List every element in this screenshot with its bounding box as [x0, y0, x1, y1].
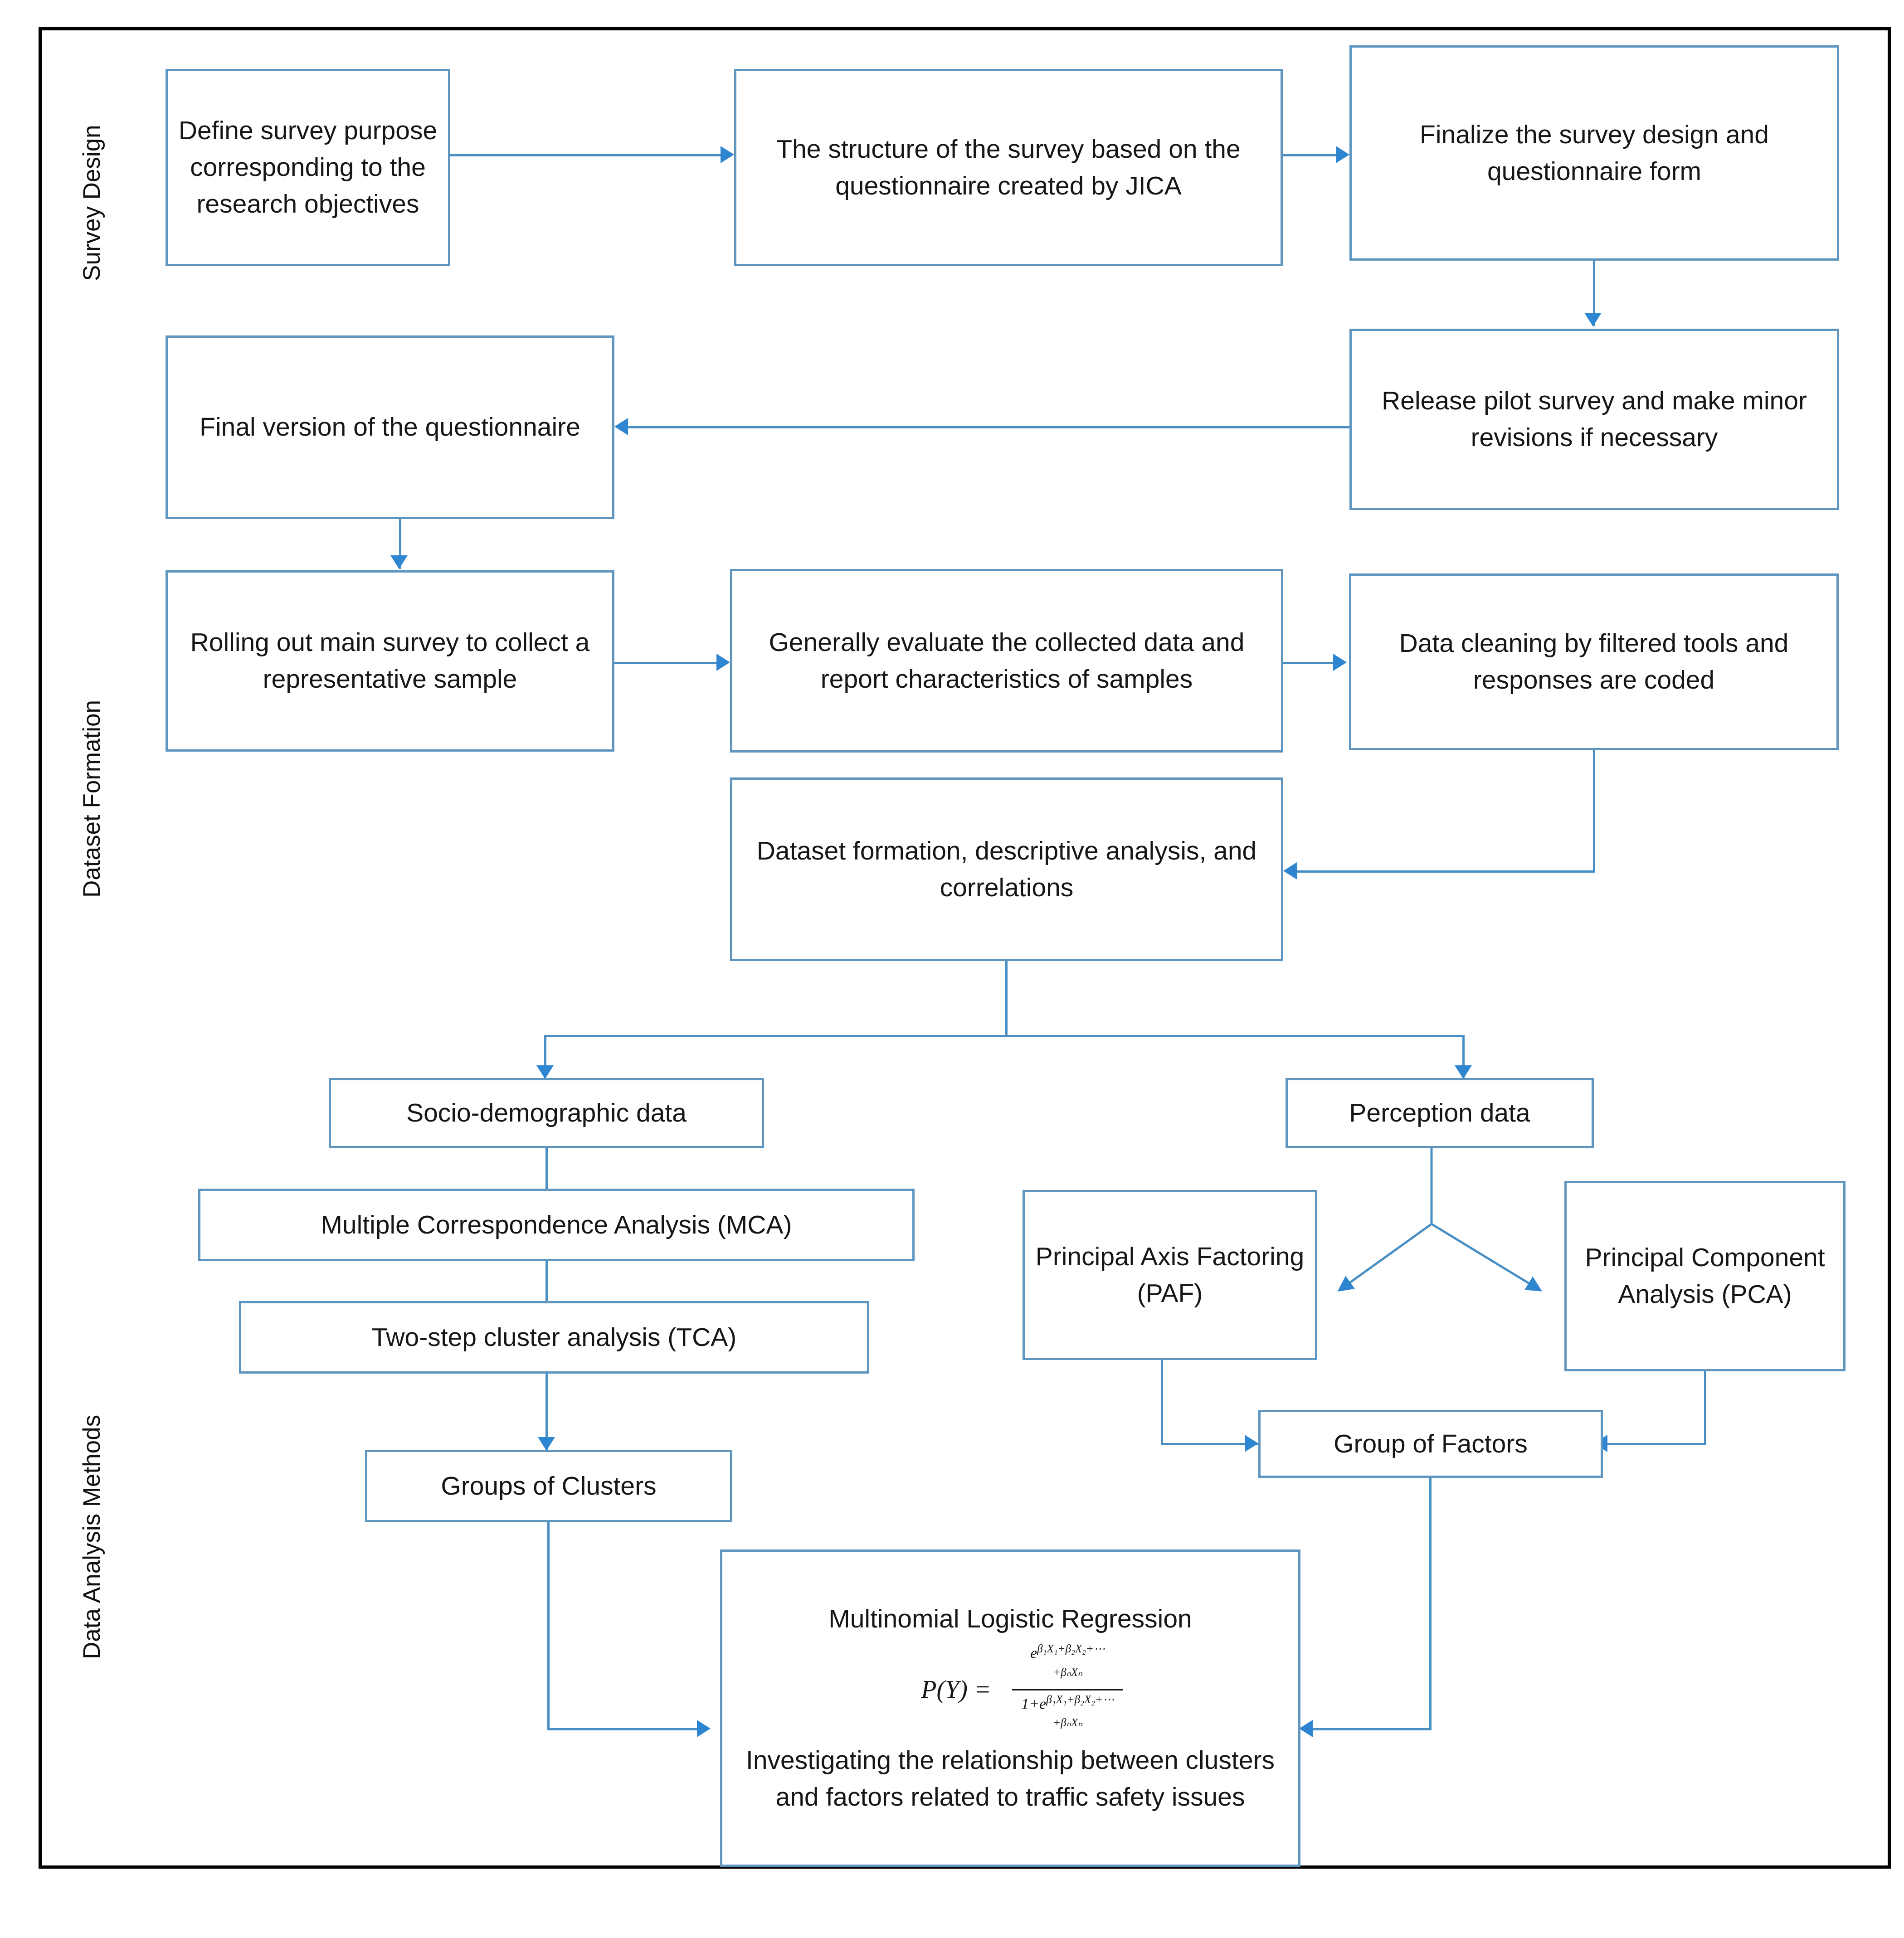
- connector-dataset-down: [1005, 961, 1008, 1036]
- mlr-formula: P(Y) = eβ₁X₁+β₂X₂+⋯+βₙXₙ 1+eβ₁X₁+β₂X₂+⋯+…: [906, 1641, 1124, 1738]
- node-dataset-formation-label: Dataset formation, descriptive analysis,…: [756, 836, 1257, 902]
- connector-clusters-to-mlr: [547, 1728, 697, 1730]
- section-label-survey-design: Survey Design: [78, 125, 105, 281]
- node-multinomial-logistic-regression[interactable]: Multinomial Logistic Regression P(Y) = e…: [720, 1549, 1300, 1867]
- node-structure-survey[interactable]: The structure of the survey based on the…: [734, 69, 1283, 266]
- connector-paf-down: [1161, 1360, 1163, 1444]
- node-final-version-label: Final version of the questionnaire: [200, 413, 580, 442]
- node-rolling-out-label: Rolling out main survey to collect a rep…: [190, 628, 590, 694]
- node-groups-clusters-label: Groups of Clusters: [441, 1471, 657, 1501]
- arrowhead-rolling-to-evaluate: [716, 654, 730, 671]
- connector-socio-to-mca: [545, 1148, 548, 1194]
- node-finalize-design-label: Finalize the survey design and questionn…: [1420, 120, 1769, 186]
- section-label-data-analysis: Data Analysis Methods: [78, 1414, 105, 1659]
- node-finalize-design[interactable]: Finalize the survey design and questionn…: [1349, 45, 1839, 261]
- arrowhead-clusters-to-mlr: [697, 1720, 711, 1737]
- node-pilot-survey-label: Release pilot survey and make minor revi…: [1382, 386, 1807, 452]
- node-dataset-formation[interactable]: Dataset formation, descriptive analysis,…: [730, 777, 1283, 961]
- connector-pca-to-factors: [1607, 1443, 1706, 1445]
- node-structure-survey-label: The structure of the survey based on the…: [776, 134, 1241, 200]
- connector-final-to-rolling: [399, 519, 401, 569]
- connector-paf-to-factors: [1161, 1443, 1258, 1445]
- node-groups-clusters[interactable]: Groups of Clusters: [365, 1450, 732, 1522]
- arrowhead-cleaning-to-dataset: [1283, 862, 1297, 879]
- arrowhead-paf-to-factors: [1245, 1435, 1258, 1452]
- connector-rolling-to-evaluate: [614, 662, 716, 664]
- node-mca[interactable]: Multiple Correspondence Analysis (MCA): [198, 1189, 915, 1261]
- formula-denominator: 1+eβ₁X₁+β₂X₂+⋯+βₙXₙ: [1012, 1689, 1124, 1739]
- arrowhead-define-to-structure: [721, 146, 734, 163]
- node-pca[interactable]: Principal Component Analysis (PCA): [1564, 1181, 1846, 1371]
- formula-numerator-exponent: β₁X₁+β₂X₂+⋯+βₙXₙ: [1037, 1643, 1105, 1679]
- node-tca-label: Two-step cluster analysis (TCA): [371, 1322, 737, 1352]
- connector-evaluate-to-cleaning: [1283, 662, 1333, 664]
- diagram-frame: [39, 27, 1891, 1869]
- arrowhead-final-to-rolling: [390, 555, 408, 569]
- connector-branch-left-down: [544, 1035, 546, 1078]
- connector-finalize-to-pilot: [1593, 261, 1595, 326]
- connector-factors-down: [1429, 1478, 1432, 1729]
- node-rolling-out[interactable]: Rolling out main survey to collect a rep…: [166, 570, 614, 752]
- arrowhead-structure-to-finalize: [1336, 146, 1349, 163]
- node-tca[interactable]: Two-step cluster analysis (TCA): [239, 1301, 869, 1374]
- connector-factors-to-mlr: [1313, 1728, 1432, 1730]
- node-pilot-survey[interactable]: Release pilot survey and make minor revi…: [1349, 329, 1839, 510]
- node-paf-label: Principal Axis Factoring (PAF): [1035, 1242, 1305, 1308]
- node-perception-data-label: Perception data: [1349, 1098, 1530, 1128]
- connector-clusters-down: [547, 1522, 550, 1729]
- arrowhead-factors-to-mlr: [1299, 1720, 1313, 1737]
- node-socio-demographic[interactable]: Socio-demographic data: [329, 1078, 764, 1148]
- arrowhead-tca-to-groups: [538, 1437, 555, 1451]
- formula-fraction: eβ₁X₁+β₂X₂+⋯+βₙXₙ 1+eβ₁X₁+β₂X₂+⋯+βₙXₙ: [1012, 1641, 1124, 1738]
- section-label-dataset-formation: Dataset Formation: [78, 700, 105, 898]
- node-evaluate-data-label: Generally evaluate the collected data an…: [769, 627, 1245, 694]
- node-perception-data[interactable]: Perception data: [1286, 1078, 1594, 1148]
- node-pca-label: Principal Component Analysis (PCA): [1585, 1243, 1825, 1309]
- node-paf[interactable]: Principal Axis Factoring (PAF): [1023, 1190, 1317, 1360]
- node-evaluate-data[interactable]: Generally evaluate the collected data an…: [730, 569, 1283, 753]
- connector-mca-to-tca: [545, 1261, 548, 1306]
- connector-pilot-to-final: [628, 426, 1349, 428]
- node-mlr-title: Multinomial Logistic Regression: [828, 1604, 1192, 1634]
- formula-numerator: eβ₁X₁+β₂X₂+⋯+βₙXₙ: [1030, 1643, 1105, 1679]
- connector-pca-down: [1704, 1371, 1706, 1444]
- node-define-purpose[interactable]: Define survey purpose corresponding to t…: [166, 69, 450, 266]
- node-data-cleaning[interactable]: Data cleaning by filtered tools and resp…: [1349, 573, 1839, 750]
- connector-structure-to-finalize: [1283, 154, 1336, 156]
- node-mlr-description: Investigating the relationship between c…: [745, 1745, 1275, 1812]
- arrowhead-branch-socio: [536, 1065, 554, 1079]
- node-final-version[interactable]: Final version of the questionnaire: [166, 335, 614, 519]
- connector-cleaning-to-dataset: [1297, 870, 1595, 873]
- node-mca-label: Multiple Correspondence Analysis (MCA): [321, 1210, 792, 1239]
- node-data-cleaning-label: Data cleaning by filtered tools and resp…: [1399, 629, 1789, 695]
- formula-lhs: P(Y) =: [921, 1675, 991, 1704]
- connector-cleaning-down: [1593, 750, 1595, 873]
- node-group-factors[interactable]: Group of Factors: [1258, 1410, 1603, 1478]
- arrowhead-finalize-to-pilot: [1584, 313, 1602, 326]
- formula-denominator-exponent: β₁X₁+β₂X₂+⋯+βₙXₙ: [1046, 1693, 1115, 1729]
- connector-branch-horizontal: [544, 1035, 1465, 1037]
- node-define-purpose-label: Define survey purpose corresponding to t…: [178, 116, 438, 219]
- arrowhead-branch-perception: [1455, 1065, 1472, 1079]
- connector-define-to-structure: [450, 154, 721, 156]
- arrowhead-evaluate-to-cleaning: [1333, 654, 1347, 671]
- node-group-factors-label: Group of Factors: [1334, 1429, 1528, 1458]
- connector-branch-right-down: [1462, 1035, 1465, 1078]
- node-socio-demographic-label: Socio-demographic data: [406, 1098, 687, 1128]
- arrowhead-pilot-to-final: [614, 418, 628, 435]
- connector-tca-to-groups: [545, 1374, 548, 1451]
